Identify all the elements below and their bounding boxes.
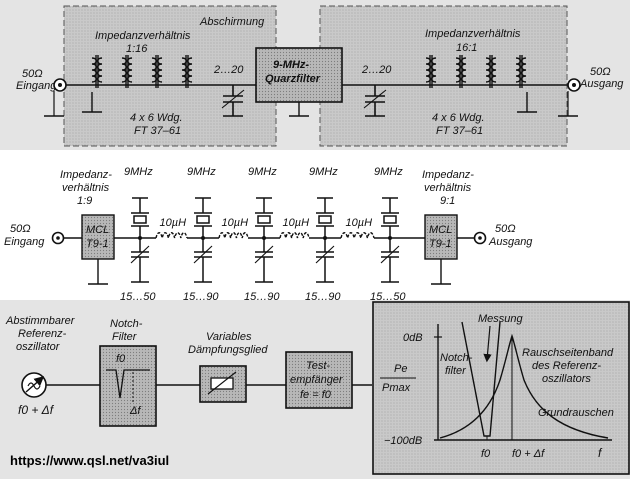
quartz-filter-label-1: 9-MHz- [273, 59, 309, 71]
mid-left-io-name: Eingang [4, 236, 45, 248]
osc-freq: f0 + Δf [18, 403, 55, 417]
inductor-label: 10µH [283, 217, 310, 229]
notch-filter-block [99, 345, 157, 427]
trimmer-capacitor-icon [315, 238, 335, 283]
mid-right-ratio-3: 9:1 [440, 195, 455, 207]
quartz-filter-label-2: Quarzfilter [265, 73, 321, 85]
trimmer-capacitor-icon [363, 85, 387, 117]
crystal-shunt-icon [255, 197, 273, 240]
inductor-icon [155, 232, 188, 241]
transformer-icon [425, 55, 527, 88]
mcl-transformer-right [424, 214, 458, 260]
crystal-label: 9MHz [248, 166, 277, 178]
mid-left-io-ohm: 50Ω [10, 223, 31, 235]
spectrum-panel [372, 301, 630, 475]
mcl-right-label-1: MCL [429, 224, 452, 236]
inductor-icon [279, 232, 310, 241]
crystal-shunt-icon [194, 197, 212, 240]
notch-label-1: Notch- [110, 318, 143, 330]
left-io-name: Eingang [16, 80, 57, 92]
x-label-f0df: f0 + Δf [512, 448, 545, 460]
inductor-label: 10µH [222, 217, 249, 229]
right-io-name: Ausgang [579, 78, 624, 90]
source-url[interactable]: https://www.qsl.net/va3iul [10, 453, 169, 468]
notchfilter-label-1: Notch- [440, 352, 473, 364]
noise-label-2: des Referenz- [532, 360, 601, 372]
inductor-label: 10µH [160, 217, 187, 229]
rx-label-3: fe = f0 [300, 389, 332, 401]
right-cap-value: 2…20 [361, 64, 392, 76]
left-winding-1: 4 x 6 Wdg. [130, 112, 183, 124]
trimmer-capacitor-icon [193, 238, 213, 283]
atten-label-1: Variables [206, 331, 252, 343]
ratio-denominator: Pmax [382, 382, 411, 394]
trimmer-capacitor-icon [130, 238, 150, 283]
rx-label-1: Test- [306, 360, 330, 372]
notch-label-2: Filter [112, 331, 138, 343]
noise-label-3: oszillators [542, 373, 591, 385]
crystal-label: 9MHz [124, 166, 153, 178]
left-cap-value: 2…20 [213, 64, 244, 76]
left-ratio-value: 1:16 [126, 43, 148, 55]
atten-label-2: Dämpfungsglied [188, 344, 268, 356]
x-label-f0: f0 [481, 448, 491, 460]
notch-response-icon [106, 369, 150, 399]
mcl-left-label-2: T9-1 [86, 238, 109, 250]
top-shielded-filter: Abschirmung Impedanzverhältnis 1:16 Impe… [0, 0, 630, 150]
osc-label-2: Referenz- [18, 328, 67, 340]
osc-label-3: oszillator [16, 341, 61, 353]
crystal-label: 9MHz [187, 166, 216, 178]
left-io-ohm: 50Ω [22, 68, 43, 80]
left-winding-2: FT 37–61 [134, 125, 181, 137]
mid-left-ratio-3: 1:9 [77, 195, 92, 207]
crystal-label: 9MHz [374, 166, 403, 178]
mid-right-io-name: Ausgang [488, 236, 533, 248]
right-ratio-value: 16:1 [456, 42, 477, 54]
trimmer-capacitor-icon [380, 238, 400, 283]
mcl-left-label-1: MCL [86, 224, 109, 236]
oscillator-icon [21, 372, 47, 398]
left-ratio-label: Impedanzverhältnis [95, 30, 191, 42]
quartz-filter-block [255, 47, 343, 103]
mid-left-ratio-2: verhältnis [62, 182, 110, 194]
right-io-ohm: 50Ω [590, 66, 611, 78]
shield-label: Abschirmung [199, 16, 265, 28]
messung-label: Messung [478, 313, 524, 325]
transformer-icon [91, 55, 193, 88]
floor-label: Grundrauschen [538, 407, 614, 419]
right-ratio-label: Impedanzverhältnis [425, 28, 521, 40]
crystal-shunt-icon [131, 197, 149, 240]
mid-right-ratio-2: verhältnis [424, 182, 472, 194]
notch-block-f0: f0 [116, 353, 126, 365]
ratio-numerator: Pe [394, 363, 407, 375]
notch-block-df: Δf [129, 405, 141, 417]
rx-label-2: empfänger [290, 374, 344, 386]
trimmer-capacitor-icon [254, 238, 274, 283]
osc-label-1: Abstimmbarer [5, 315, 76, 327]
crystal-shunt-icon [381, 197, 399, 240]
inductor-icon [218, 232, 249, 241]
db-bottom-label: −100dB [384, 435, 422, 447]
noise-label-1: Rauschseitenband [522, 347, 614, 359]
messung-arrow [483, 325, 492, 363]
notchfilter-label-2: filter [445, 365, 467, 377]
mid-left-ratio-1: Impedanz- [60, 169, 112, 181]
db-top-label: 0dB [403, 332, 423, 344]
mcl-transformer-left [81, 214, 115, 260]
right-winding-1: 4 x 6 Wdg. [432, 112, 485, 124]
crystal-label: 9MHz [309, 166, 338, 178]
x-label-f: f [598, 446, 603, 460]
mid-right-ratio-1: Impedanz- [422, 169, 474, 181]
trimmer-capacitor-icon [221, 85, 245, 117]
middle-ladder-filter: Impedanz- verhältnis 1:9 Impedanz- verhä… [0, 150, 630, 303]
right-winding-2: FT 37–61 [436, 125, 483, 137]
inductor-icon [340, 232, 375, 241]
mid-right-io-ohm: 50Ω [495, 223, 516, 235]
measurement-setup: Abstimmbarer Referenz- oszillator f0 + Δ… [0, 300, 630, 479]
inductor-label: 10µH [346, 217, 373, 229]
crystal-shunt-icon [316, 197, 334, 240]
test-receiver-block [285, 351, 353, 409]
mcl-right-label-2: T9-1 [429, 238, 452, 250]
